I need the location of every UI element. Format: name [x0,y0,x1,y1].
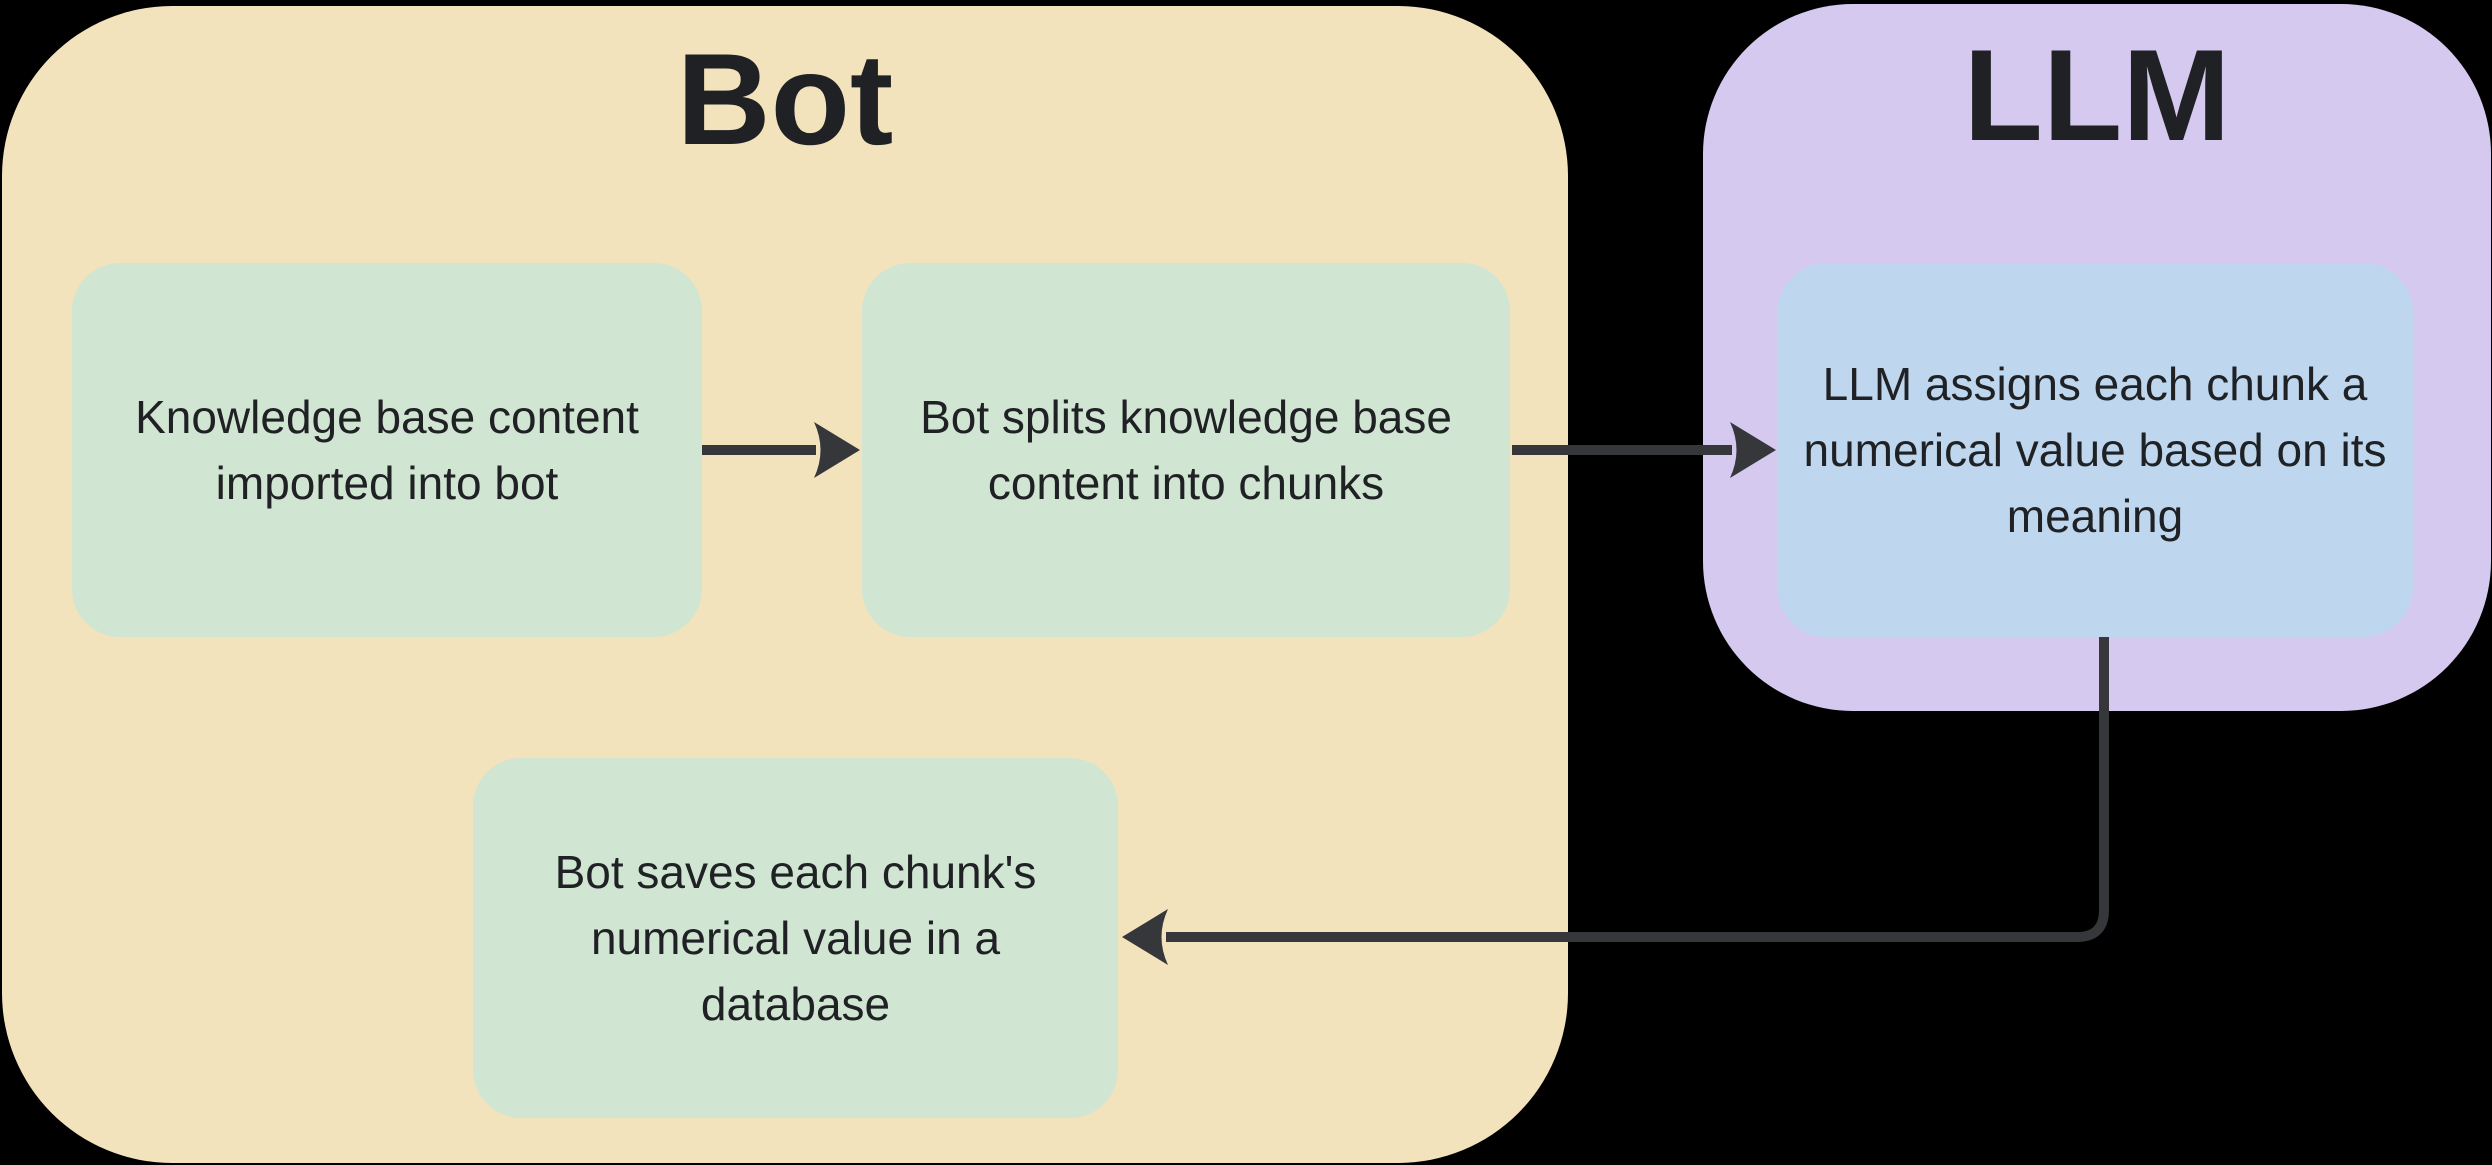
node-llm-assign-value: LLM assigns each chunk a numerical value… [1777,263,2413,637]
node-knowledge-import: Knowledge base content imported into bot [72,263,702,637]
node-save-database-label: Bot saves each chunk's numerical value i… [554,846,1037,1030]
node-split-chunks: Bot splits knowledge base content into c… [862,263,1510,637]
node-save-database: Bot saves each chunk's numerical value i… [473,758,1118,1118]
node-llm-assign-value-label: LLM assigns each chunk a numerical value… [1803,358,2387,542]
node-split-chunks-label: Bot splits knowledge base content into c… [920,391,1452,509]
node-knowledge-import-label: Knowledge base content imported into bot [135,391,639,509]
llm-container-title: LLM [1963,22,2231,168]
bot-container-title: Bot [676,26,894,172]
